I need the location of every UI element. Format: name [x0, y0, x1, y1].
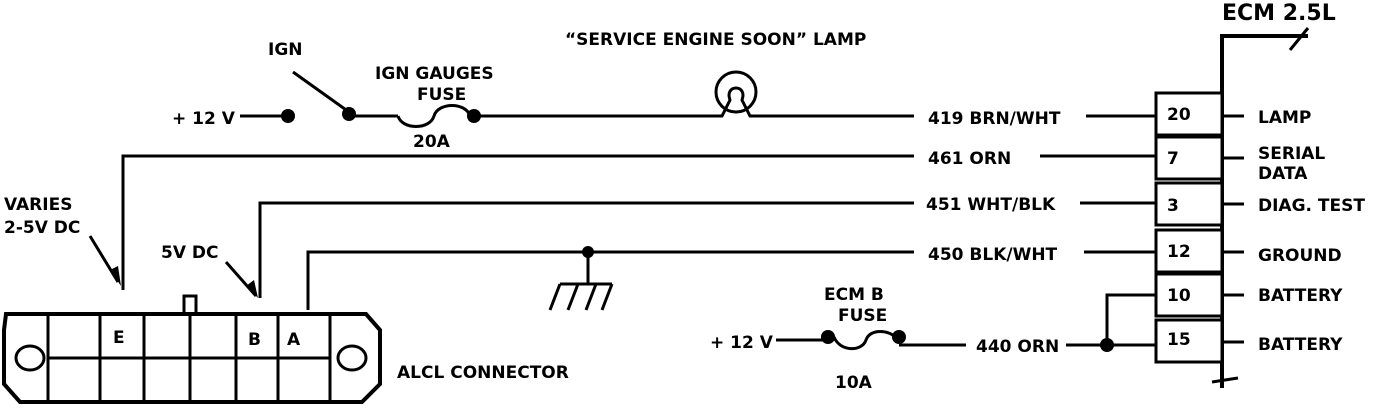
ecm-break-mark [1288, 27, 1310, 51]
pin-number: 12 [1167, 242, 1191, 262]
wire-451 [258, 201, 914, 298]
ecm-bottom-mark [1211, 376, 1239, 384]
alcl-terminal-b: B [248, 330, 261, 350]
pin-number: 7 [1167, 149, 1179, 169]
wire-461-label: 461 ORN [928, 149, 1011, 169]
pin-number: 15 [1167, 330, 1191, 350]
ecm-pin-10: 10 BATTERY [1154, 272, 1343, 318]
ecmb-fuse-label-2: FUSE [838, 306, 887, 326]
alcl-terminal-a: A [287, 330, 301, 350]
ecm-pin-7: 7 SERIAL DATA [1154, 135, 1325, 184]
pin-function: LAMP [1258, 108, 1311, 128]
pin-function-line2: DATA [1258, 164, 1308, 184]
ign-fuse-label-1: IGN GAUGES [375, 64, 494, 84]
wire-440-label: 440 ORN [976, 337, 1059, 357]
ecmb-fuse-label-1: ECM B [824, 285, 884, 305]
wire-450-label: 450 BLK/WHT [928, 245, 1058, 265]
varies-label-1: VARIES [4, 195, 72, 215]
ign-fuse-rating: 20A [413, 132, 451, 152]
alcl-mount-hole-right-icon [336, 344, 368, 372]
ecm-pin-3: 3 DIAG. TEST [1154, 181, 1365, 227]
fivev-label: 5V DC [161, 243, 219, 263]
plus12-bottom-label: + 12 V [710, 333, 774, 353]
pin-function-line1: SERIAL [1258, 144, 1325, 164]
ecm-pin-20: 20 LAMP [1154, 91, 1311, 137]
ground-icon [548, 282, 614, 311]
ign-fuse-symbol [396, 104, 472, 128]
alcl-mount-hole-left-icon [14, 344, 46, 372]
lamp-filament [708, 86, 766, 118]
pin-function: BATTERY [1258, 335, 1343, 355]
fivev-arrowhead-icon [246, 280, 258, 298]
ecmb-fuse-symbol [832, 330, 898, 351]
pin-number: 3 [1167, 196, 1179, 216]
ecm-title: ECM 2.5L [1222, 1, 1336, 26]
ign-fuse-label-2: FUSE [417, 85, 466, 105]
alcl-connector: E B A [1, 294, 382, 404]
lamp-label: “SERVICE ENGINE SOON” LAMP [565, 30, 866, 50]
ecm-pin-12: 12 GROUND [1154, 228, 1342, 274]
pin-function: GROUND [1258, 246, 1342, 266]
varies-arrowhead-icon [110, 266, 121, 286]
ign-switch-terminal-a [281, 109, 295, 123]
wire-419-label: 419 BRN/WHT [928, 109, 1061, 129]
varies-label-2: 2-5V DC [4, 218, 80, 238]
ign-switch-blade [292, 70, 350, 114]
ecmb-fuse-terminal-b [892, 330, 906, 344]
ecmb-fuse-terminal-a [821, 330, 835, 344]
lamp-bulb-icon [714, 70, 758, 114]
ign-label: IGN [268, 40, 303, 60]
pin-function: DIAG. TEST [1258, 196, 1365, 216]
wire-450 [306, 250, 914, 310]
alcl-key-tab [182, 294, 198, 314]
ecm-pin-15: 15 BATTERY [1154, 318, 1343, 364]
ign-switch-terminal-b [342, 107, 356, 121]
ecmb-fuse-rating: 10A [835, 373, 873, 393]
wire-461 [121, 154, 914, 290]
alcl-cavity-dividers [46, 314, 332, 402]
wire-451-label: 451 WHT/BLK [926, 195, 1056, 215]
wire-battery-jumper [1105, 293, 1156, 345]
pin-number: 10 [1167, 286, 1191, 306]
alcl-body [1, 312, 382, 404]
alcl-terminal-e: E [113, 328, 125, 348]
pin-function: BATTERY [1258, 286, 1343, 306]
pin-number: 20 [1167, 105, 1191, 125]
plus12-top-label: + 12 V [172, 109, 236, 129]
alcl-label: ALCL CONNECTOR [397, 363, 569, 383]
